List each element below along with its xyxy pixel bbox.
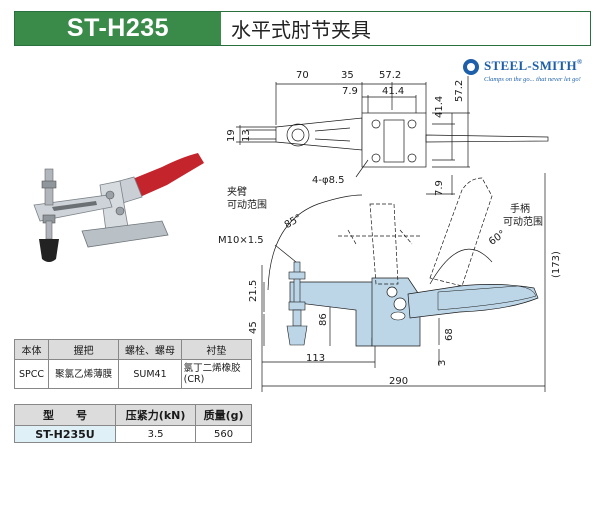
dim-19: 19 <box>226 129 237 142</box>
spec-pad-value: 氯丁二烯橡胶 (CR) <box>180 359 253 389</box>
model-spec-table: 型 号 压紧力(kN) 质量(g) ST-H235U 3.5 560 <box>14 404 252 443</box>
product-title: 水平式肘节夹具 <box>221 12 590 45</box>
dim-70: 70 <box>296 70 309 81</box>
dim-290: 290 <box>389 376 408 387</box>
spec-header-bolt: 螺栓、螺母 <box>118 339 182 360</box>
dim-45: 45 <box>248 321 259 334</box>
handle-range-label-2: 可动范围 <box>503 215 543 228</box>
spec-body-value: SPCC <box>13 359 50 389</box>
model-name-value: ST-H235U <box>14 425 116 443</box>
arm-range-label-1: 夹臂 <box>227 185 247 198</box>
handle-angle: 60° <box>487 229 508 248</box>
spec-header-pad: 衬垫 <box>180 339 253 360</box>
dim-86: 86 <box>318 313 329 326</box>
brand-name: STEEL-SMITH <box>484 58 577 73</box>
model-mass-value: 560 <box>195 425 252 443</box>
model-header-name: 型 号 <box>14 404 116 426</box>
handle-range-label-1: 手柄 <box>510 202 530 215</box>
dim-41-4-right: 41.4 <box>434 96 445 118</box>
arm-range-label-2: 可动范围 <box>227 198 267 211</box>
model-header-mass: 质量(g) <box>195 404 252 426</box>
product-photo <box>33 153 204 262</box>
brand-logo: STEEL-SMITH® Clamps on the go... that ne… <box>463 57 593 89</box>
dim-68: 68 <box>444 328 455 341</box>
dim-113: 113 <box>306 353 325 364</box>
hole-spec: 4-φ8.5 <box>312 175 344 186</box>
dim-7-9-top: 7.9 <box>342 86 358 97</box>
material-spec-table: 本体 握把 螺栓、螺母 衬垫 SPCC 聚氯乙烯薄膜 SUM41 氯丁二烯橡胶 … <box>13 339 253 389</box>
arm-angle: 85° <box>283 213 304 231</box>
dim-21-5: 21.5 <box>248 280 259 302</box>
thread-spec: M10×1.5 <box>218 235 264 246</box>
dim-41-4-top: 41.4 <box>382 86 404 97</box>
spec-grip-value: 聚氯乙烯薄膜 <box>48 359 120 389</box>
spec-header-grip: 握把 <box>48 339 120 360</box>
dim-7-9-right: 7.9 <box>434 180 445 196</box>
dim-57-2-top: 57.2 <box>379 70 401 81</box>
spec-bolt-value: SUM41 <box>118 359 182 389</box>
brand-tagline: Clamps on the go... that never let go! <box>484 76 581 83</box>
dim-35: 35 <box>341 70 354 81</box>
model-title: ST-H235 <box>15 12 221 45</box>
spec-header-body: 本体 <box>13 339 50 360</box>
model-header-force: 压紧力(kN) <box>114 404 197 426</box>
product-header: ST-H235 水平式肘节夹具 <box>14 11 591 46</box>
brand-reg: ® <box>576 58 583 66</box>
dim-173: (173) <box>551 251 562 278</box>
dim-3: 3 <box>437 360 448 366</box>
dim-13: 13 <box>241 129 252 142</box>
model-force-value: 3.5 <box>114 425 197 443</box>
brand-mark-icon <box>463 59 479 75</box>
